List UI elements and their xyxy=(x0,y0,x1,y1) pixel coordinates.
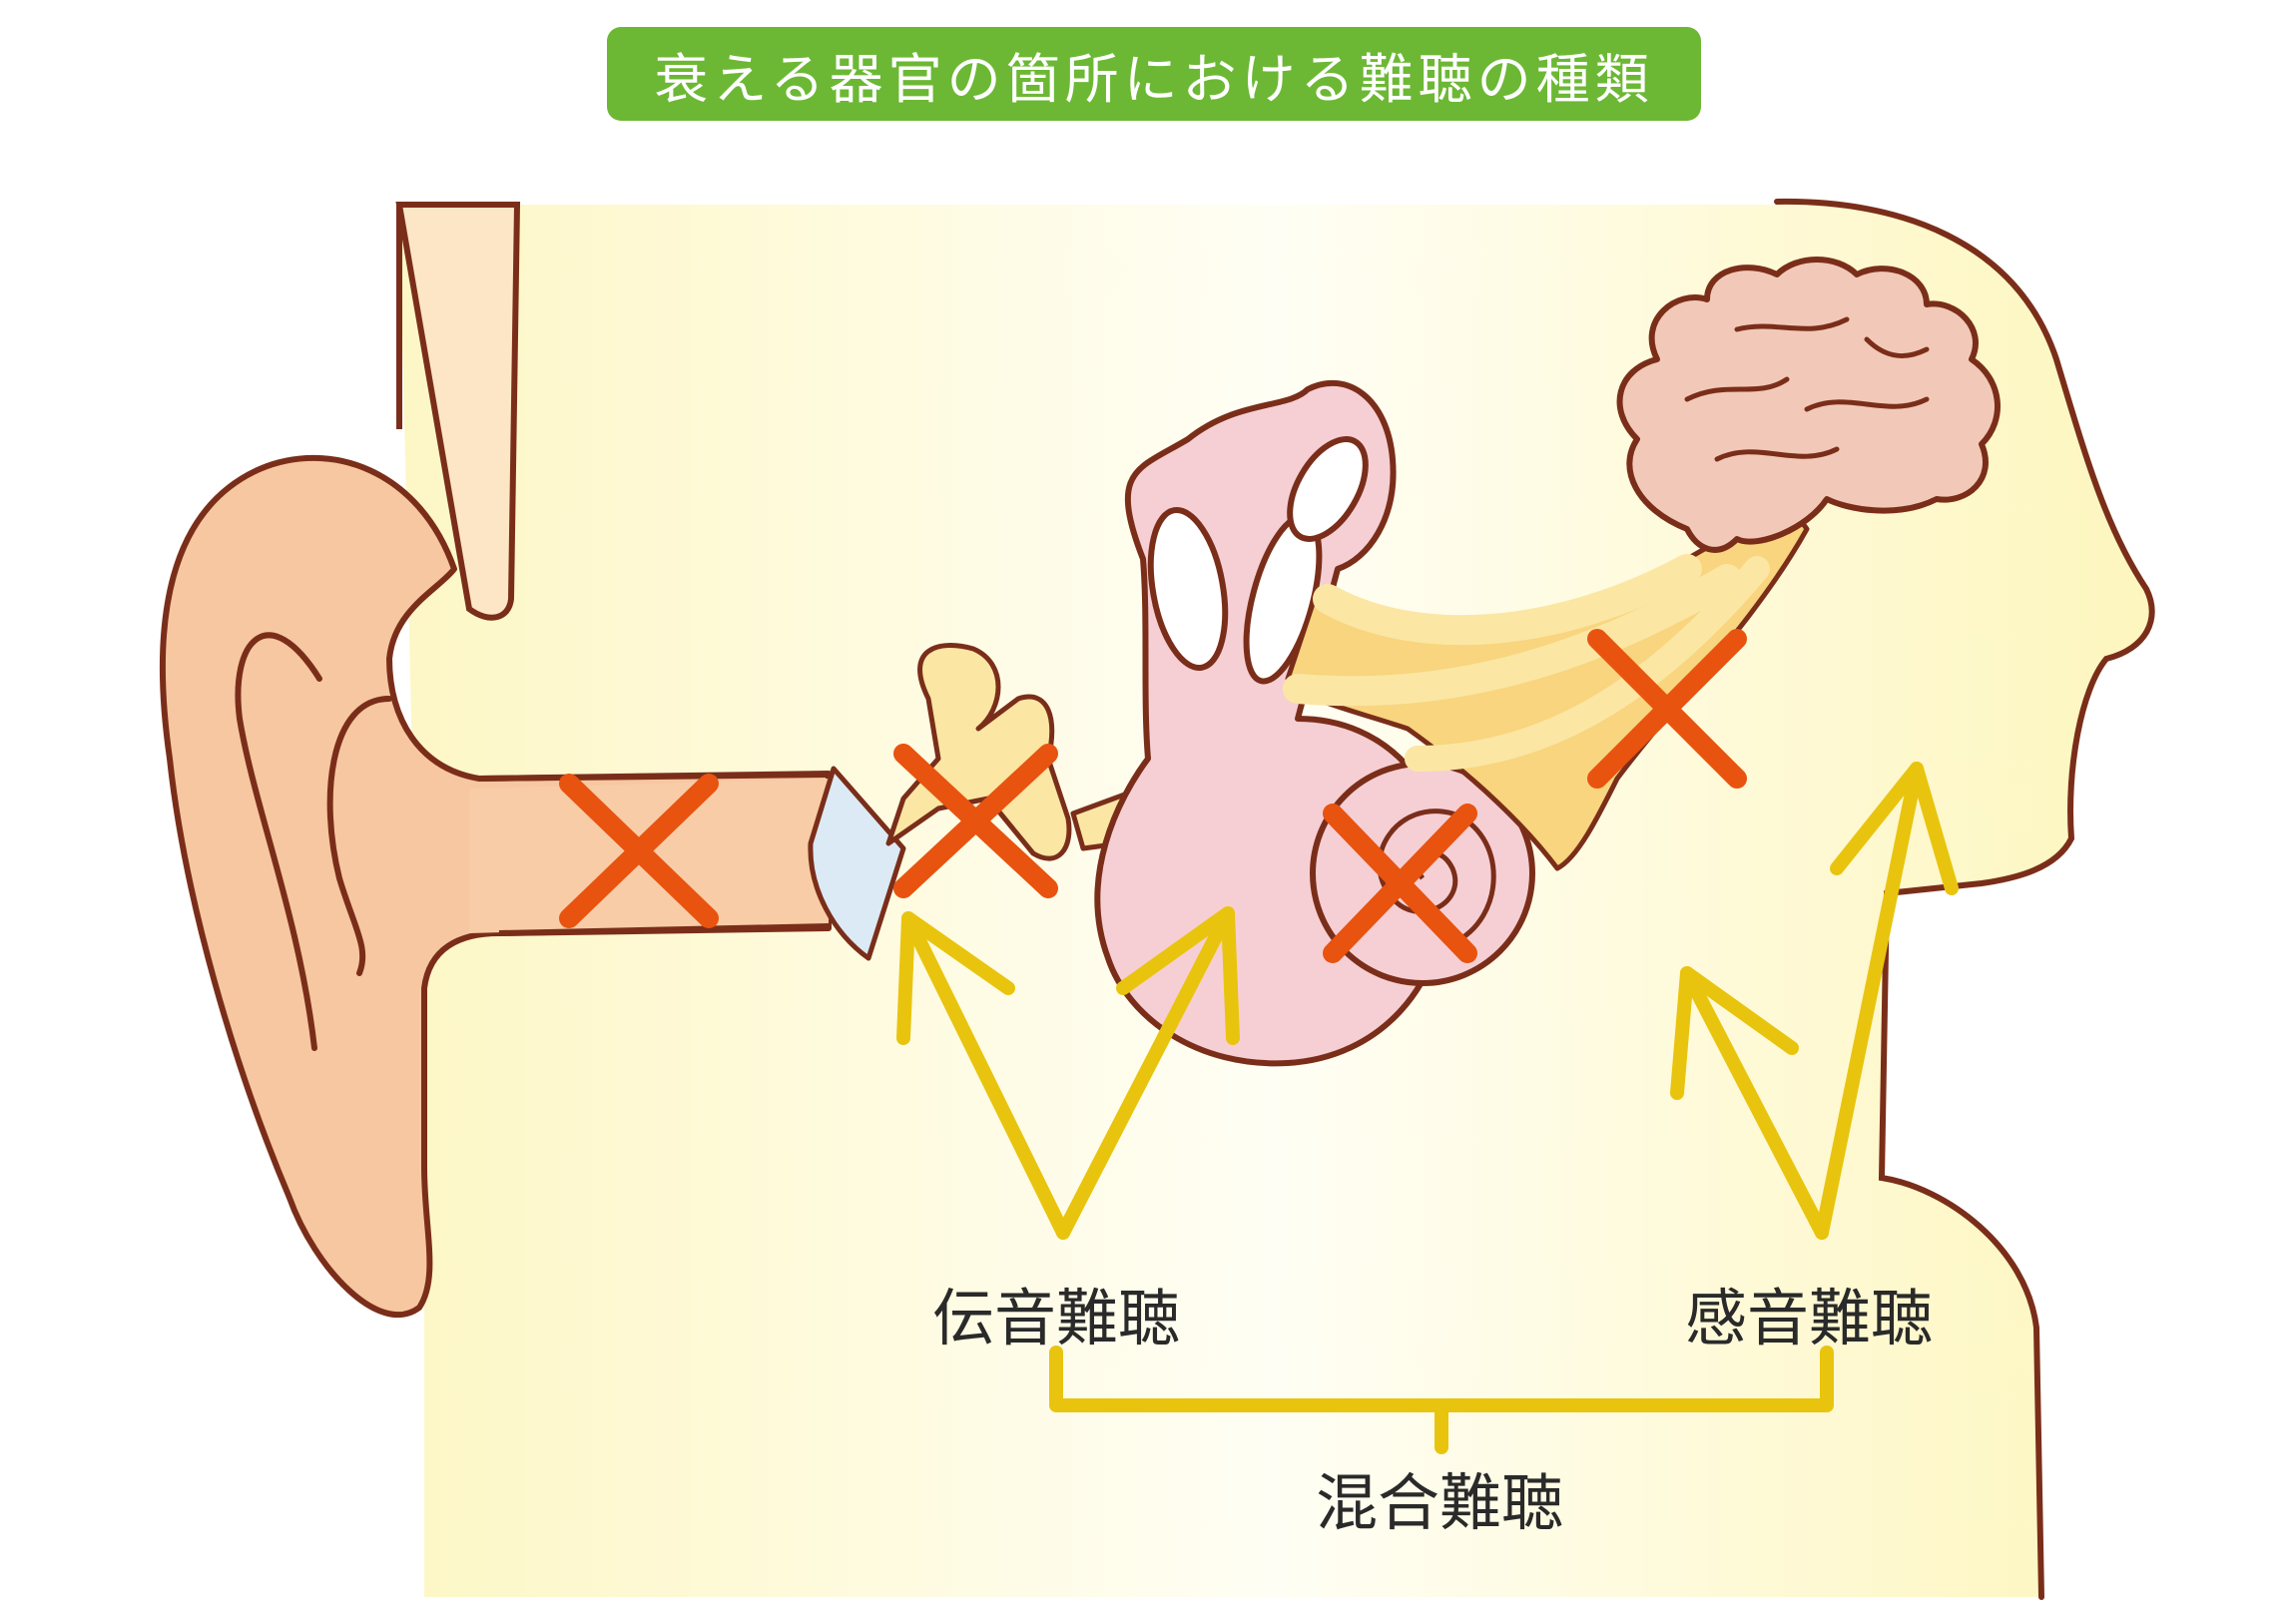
mixed-bracket xyxy=(1049,1346,1834,1454)
arrow-icon-sensorineural xyxy=(1670,762,1959,1240)
x-mark-icon xyxy=(1587,629,1747,789)
arrow-icon-conductive xyxy=(896,906,1240,1240)
ear-inner-fold xyxy=(235,632,322,1051)
eardrum xyxy=(808,766,906,961)
neck-strip xyxy=(395,202,521,621)
canal-hole-top xyxy=(1287,436,1369,542)
x-mark-icon xyxy=(1323,804,1477,963)
canal-hole-left xyxy=(1147,506,1229,672)
title-banner: 衰える器官の箇所における難聴の種類 xyxy=(607,27,1701,121)
head-outline xyxy=(1774,198,2155,1600)
label-conductive-hearing-loss: 伝音難聴 xyxy=(932,1282,1181,1354)
x-mark-icon xyxy=(893,744,1058,898)
ear-antihelix xyxy=(326,696,392,976)
label-mixed-hearing-loss: 混合難聴 xyxy=(1316,1466,1564,1539)
x-mark-icon xyxy=(559,774,719,928)
page-title: 衰える器官の箇所における難聴の種類 xyxy=(654,47,1654,111)
label-sensorineural-hearing-loss: 感音難聴 xyxy=(1685,1282,1934,1354)
brain-icon xyxy=(1616,257,2001,553)
ossicle-malleus xyxy=(885,643,1072,861)
